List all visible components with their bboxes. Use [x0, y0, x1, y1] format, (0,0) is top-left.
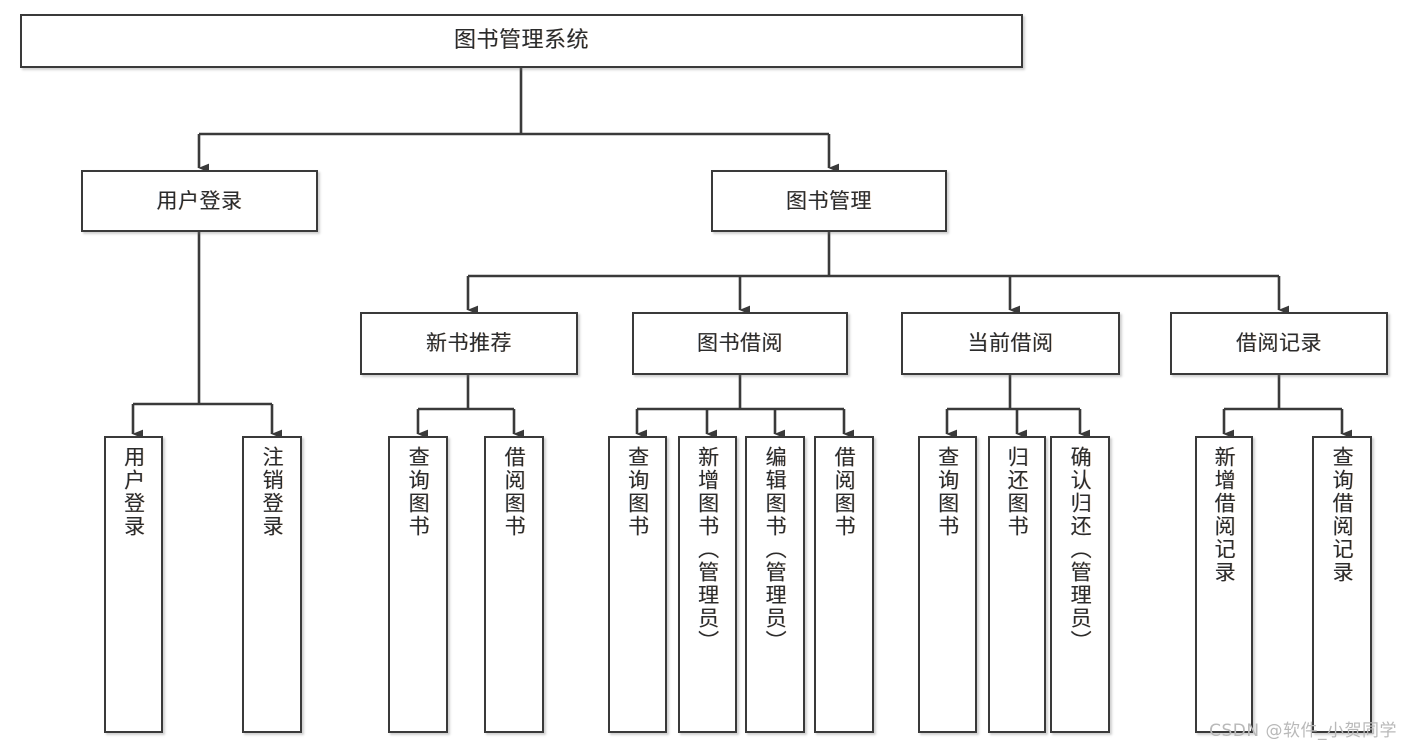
node-leaf-confirm-return-admin-label: 确认归还（管理员）: [1068, 446, 1093, 653]
node-leaf-user-login-label: 用户登录: [121, 446, 146, 538]
watermark-text: CSDN @软件_小贺同学: [1209, 721, 1397, 741]
node-leaf-borrow-book-borrow-label: 借阅图书: [832, 446, 857, 538]
node-leaf-borrow-book-borrow[interactable]: 借阅图书: [814, 436, 874, 733]
node-leaf-add-borrow-record-label: 新增借阅记录: [1212, 446, 1237, 584]
node-leaf-add-book-admin-label: 新增图书（管理员）: [695, 446, 720, 653]
node-leaf-query-borrow-record[interactable]: 查询借阅记录: [1312, 436, 1372, 733]
node-book-management-label: 图书管理: [786, 188, 872, 213]
node-leaf-edit-book-admin[interactable]: 编辑图书（管理员）: [745, 436, 805, 733]
node-leaf-add-borrow-record[interactable]: 新增借阅记录: [1195, 436, 1253, 733]
node-current-borrow-label: 当前借阅: [967, 331, 1054, 356]
node-leaf-query-book-borrow[interactable]: 查询图书: [608, 436, 667, 733]
node-leaf-query-book-current[interactable]: 查询图书: [918, 436, 977, 733]
node-leaf-query-book-newbook[interactable]: 查询图书: [388, 436, 448, 733]
node-book-borrow-label: 图书借阅: [697, 331, 783, 356]
node-leaf-borrow-book-newbook[interactable]: 借阅图书: [484, 436, 544, 733]
node-leaf-logout-label: 注销登录: [260, 446, 285, 538]
node-book-borrow[interactable]: 图书借阅: [632, 312, 848, 375]
node-borrow-record-label: 借阅记录: [1236, 331, 1322, 356]
node-leaf-query-book-borrow-label: 查询图书: [625, 446, 650, 538]
node-leaf-confirm-return-admin[interactable]: 确认归还（管理员）: [1050, 436, 1110, 733]
node-leaf-edit-book-admin-label: 编辑图书（管理员）: [763, 446, 788, 653]
node-borrow-record[interactable]: 借阅记录: [1170, 312, 1388, 375]
node-current-borrow[interactable]: 当前借阅: [901, 312, 1120, 375]
node-leaf-borrow-book-newbook-label: 借阅图书: [502, 446, 527, 538]
node-leaf-return-book-label: 归还图书: [1005, 446, 1030, 538]
node-new-book-recommend[interactable]: 新书推荐: [360, 312, 578, 375]
node-root-system[interactable]: 图书管理系统: [20, 14, 1023, 68]
node-leaf-query-book-newbook-label: 查询图书: [406, 446, 431, 538]
node-leaf-user-login[interactable]: 用户登录: [104, 436, 163, 733]
node-leaf-add-book-admin[interactable]: 新增图书（管理员）: [678, 436, 737, 733]
node-leaf-query-borrow-record-label: 查询借阅记录: [1330, 446, 1355, 584]
node-leaf-return-book[interactable]: 归还图书: [988, 436, 1046, 733]
node-user-login-label: 用户登录: [156, 188, 243, 213]
node-root-system-label: 图书管理系统: [453, 28, 589, 54]
node-leaf-logout[interactable]: 注销登录: [242, 436, 302, 733]
node-new-book-recommend-label: 新书推荐: [426, 331, 512, 356]
node-leaf-query-book-current-label: 查询图书: [935, 446, 960, 538]
node-book-management[interactable]: 图书管理: [711, 170, 947, 232]
node-user-login[interactable]: 用户登录: [81, 170, 318, 232]
